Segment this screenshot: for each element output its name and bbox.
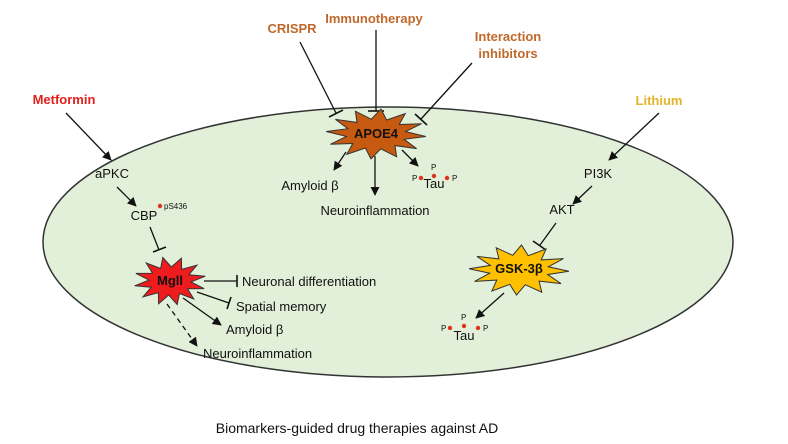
akt-label: AKT — [549, 202, 574, 217]
gsk3b-tau-p2-dot — [461, 323, 467, 329]
cbp-phospho-dot — [157, 203, 163, 209]
apkc-label: aPKC — [95, 166, 129, 181]
apoe4-tau-p2: P — [431, 163, 436, 172]
cbp-label: CBP — [131, 208, 158, 223]
gsk3b-to-tau-arrow — [475, 292, 505, 319]
mgll-neuroinflammation-label: Neuroinflammation — [203, 346, 312, 361]
apoe4-tau-label: Tau — [424, 176, 445, 191]
apoe4-tau-p3: P — [452, 174, 457, 183]
gsk3b-label: GSK-3β — [495, 261, 543, 276]
mgll-to-amyloid-arrow — [182, 297, 222, 326]
cbp-inhibits-mgll-bar — [152, 246, 167, 253]
gsk3b-tau-p2: P — [461, 313, 466, 322]
crispr-inhibits-apoe4 — [299, 41, 337, 114]
apoe4-label: APOE4 — [354, 126, 399, 141]
neuronal-differentiation-label: Neuronal differentiation — [242, 274, 376, 289]
figure-caption: Biomarkers-guided drug therapies against… — [216, 420, 499, 436]
gsk3b-tau-label: Tau — [454, 328, 475, 343]
mgll-label: Mgll — [157, 273, 183, 288]
gsk3b-tau-p3: P — [483, 324, 488, 333]
apoe4-amyloid-label: Amyloid β — [281, 178, 338, 193]
apkc-to-cbp-arrow — [116, 186, 137, 207]
lithium-to-pi3k-arrow — [608, 112, 660, 161]
pi3k-to-akt-arrow — [572, 185, 593, 205]
gsk3b-tau-p3-dot — [475, 325, 481, 331]
apoe4-tau-p1-dot — [418, 175, 424, 181]
mgll-to-spatial-memory-bar — [226, 296, 232, 310]
interaction-inhibits-apoe4-bar — [414, 113, 428, 126]
gsk3b-tau-p1-dot — [447, 325, 453, 331]
apoe4-star — [326, 108, 426, 160]
akt-inhibits-gsk3b — [539, 222, 557, 246]
interaction-inhibitors-label-1: Interaction — [475, 29, 542, 44]
cbp-phospho-site: pS436 — [164, 202, 188, 211]
cbp-inhibits-mgll — [149, 226, 160, 251]
metformin-label: Metformin — [33, 92, 96, 107]
akt-inhibits-gsk3b-bar — [532, 240, 547, 251]
pi3k-label: PI3K — [584, 166, 613, 181]
interaction-inhibitors-label-2: inhibitors — [478, 46, 537, 61]
immunotherapy-label: Immunotherapy — [325, 11, 423, 26]
spatial-memory-label: Spatial memory — [236, 299, 327, 314]
apoe4-to-amyloid-arrow — [333, 151, 347, 171]
apoe4-tau-p3-dot — [444, 175, 450, 181]
apoe4-neuroinflammation-label: Neuroinflammation — [320, 203, 429, 218]
apoe4-tau-p1: P — [412, 174, 417, 183]
crispr-inhibits-apoe4-bar — [328, 109, 344, 118]
mgll-to-spatial-memory — [196, 291, 230, 304]
crispr-label: CRISPR — [267, 21, 317, 36]
gsk3b-tau-p1: P — [441, 324, 446, 333]
apoe4-tau-p2-dot — [431, 173, 437, 179]
metformin-to-apkc-arrow — [65, 112, 112, 161]
apoe4-to-tau-arrow — [401, 149, 419, 167]
gsk3b-star — [468, 244, 570, 296]
mgll-star — [134, 256, 206, 306]
lithium-label: Lithium — [636, 93, 683, 108]
cell-ellipse — [42, 106, 734, 378]
mgll-amyloid-label: Amyloid β — [226, 322, 283, 337]
interaction-inhibits-apoe4 — [420, 62, 473, 120]
